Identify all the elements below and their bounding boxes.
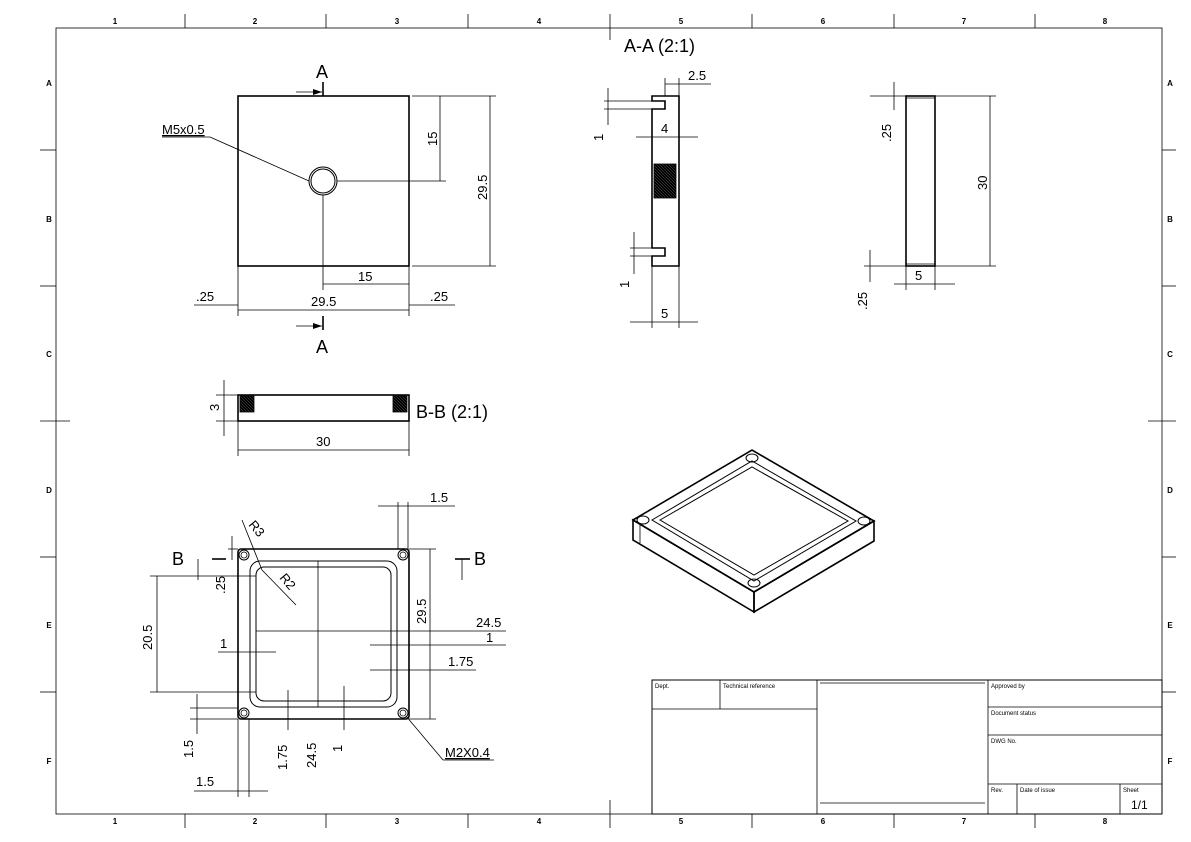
tb-technical-reference-label: Technical reference: [723, 684, 776, 690]
zone-col-2-top: 2: [253, 17, 258, 26]
dim-aa-top-gap: 1: [591, 134, 606, 141]
section-bb-title: B-B (2:1): [416, 402, 488, 422]
dim-bottom-wall-bottom: 1: [330, 745, 345, 752]
section-a-a-view: A-A (2:1) 2.5 1 4 1 5: [591, 36, 711, 328]
drawing-frame: 1 2 3 4 5 6 7 8 1 2 3 4 5 6 7 8 A B C D …: [40, 14, 1176, 828]
tb-date-of-issue-label: Date of issue: [1020, 788, 1056, 794]
dim-bottom-wall-right: 1: [486, 630, 493, 645]
zone-col-6-bottom: 6: [821, 817, 826, 826]
dim-bottom-pocket-height: 24.5: [304, 743, 319, 768]
zone-col-3-bottom: 3: [395, 817, 400, 826]
dim-front-width: 29.5: [311, 294, 336, 309]
zone-col-3-top: 3: [395, 17, 400, 26]
tb-rev-label: Rev.: [991, 788, 1003, 794]
zone-col-8-top: 8: [1103, 17, 1108, 26]
zone-col-7-top: 7: [962, 17, 967, 26]
section-b-b-view: 3 30 B-B (2:1): [207, 380, 488, 456]
zone-col-5-bottom: 5: [679, 817, 684, 826]
tb-dept-label: Dept.: [655, 684, 670, 690]
dim-bottom-pocket-inset-v: 1.75: [275, 745, 290, 770]
zone-row-f-right: F: [1168, 757, 1173, 766]
callout-r2: R2: [277, 570, 299, 592]
zone-col-4-bottom: 4: [537, 817, 542, 826]
dim-bottom-hole-dia: 1.5: [430, 490, 448, 505]
dim-front-half-height: 15: [425, 132, 440, 146]
dim-bottom-pocket-inset: 1.75: [448, 654, 473, 669]
tb-dwg-no-label: DWG No.: [991, 739, 1017, 745]
dim-bottom-corner-offset: .25: [213, 576, 228, 594]
zone-col-1-bottom: 1: [113, 817, 118, 826]
zone-row-a-right: A: [1167, 79, 1173, 88]
dim-side-bottom-offset: .25: [855, 292, 870, 310]
dim-side-thickness: 5: [915, 268, 922, 283]
dim-bb-width: 30: [316, 434, 330, 449]
cut-label-a-top: A: [316, 62, 328, 82]
callout-m5-thread: M5x0.5: [162, 122, 205, 137]
zone-row-a-left: A: [46, 79, 52, 88]
bottom-view: B B R3 R2 1.5 .25 20.5 29.5 24.5 1 1.75: [140, 490, 506, 797]
zone-row-b-right: B: [1167, 215, 1173, 224]
zone-col-1-top: 1: [113, 17, 118, 26]
zone-row-c-right: C: [1167, 350, 1173, 359]
dim-bottom-hole-offset-h: 1.5: [196, 774, 214, 789]
dim-front-height: 29.5: [475, 175, 490, 200]
zone-row-b-left: B: [46, 215, 52, 224]
dim-side-top-offset: .25: [879, 124, 894, 142]
zone-col-4-top: 4: [537, 17, 542, 26]
zone-row-f-left: F: [47, 757, 52, 766]
dim-aa-slot-width: 2.5: [688, 68, 706, 83]
zone-row-d-left: D: [46, 486, 52, 495]
dim-front-right-offset: .25: [430, 289, 448, 304]
dim-bottom-hole-offset-v: 1.5: [181, 740, 196, 758]
dim-front-half-width: 15: [358, 269, 372, 284]
dim-bottom-wall-left: 1: [220, 636, 227, 651]
callout-m2-thread: M2X0.4: [445, 745, 490, 760]
dim-bottom-pocket-width: 24.5: [476, 615, 501, 630]
zone-col-8-bottom: 8: [1103, 817, 1108, 826]
zone-col-5-top: 5: [679, 17, 684, 26]
dim-aa-bottom-gap: 1: [617, 281, 632, 288]
tb-document-status-label: Document status: [991, 711, 1036, 717]
cut-label-a-bottom: A: [316, 337, 328, 357]
zone-row-c-left: C: [46, 350, 52, 359]
dim-aa-thickness: 5: [661, 306, 668, 321]
dim-bb-height: 3: [207, 404, 222, 411]
side-view: .25 30 .25 5: [855, 82, 996, 310]
zone-row-e-left: E: [46, 621, 52, 630]
isometric-view: [631, 449, 876, 614]
tb-sheet-value: 1/1: [1131, 798, 1148, 812]
zone-col-2-bottom: 2: [253, 817, 258, 826]
front-view: A A M5x0.5 15 29.5 15 29.5 .25 .25: [162, 62, 496, 357]
tb-approved-by-label: Approved by: [991, 684, 1025, 690]
dim-front-left-offset: .25: [196, 289, 214, 304]
zone-row-d-right: D: [1167, 486, 1173, 495]
dim-aa-depth: 4: [661, 121, 668, 136]
dim-bottom-height-right: 29.5: [414, 599, 429, 624]
tb-sheet-label: Sheet: [1123, 788, 1139, 794]
title-block: Dept. Technical reference Approved by Do…: [651, 679, 1163, 815]
section-aa-title: A-A (2:1): [624, 36, 695, 56]
dim-bottom-inner-height: 20.5: [140, 625, 155, 650]
zone-col-7-bottom: 7: [962, 817, 967, 826]
dim-side-height: 30: [975, 176, 990, 190]
zone-col-6-top: 6: [821, 17, 826, 26]
cut-label-b-left: B: [172, 549, 184, 569]
zone-row-e-right: E: [1167, 621, 1173, 630]
cut-label-b-right: B: [474, 549, 486, 569]
callout-r3: R3: [246, 517, 268, 539]
